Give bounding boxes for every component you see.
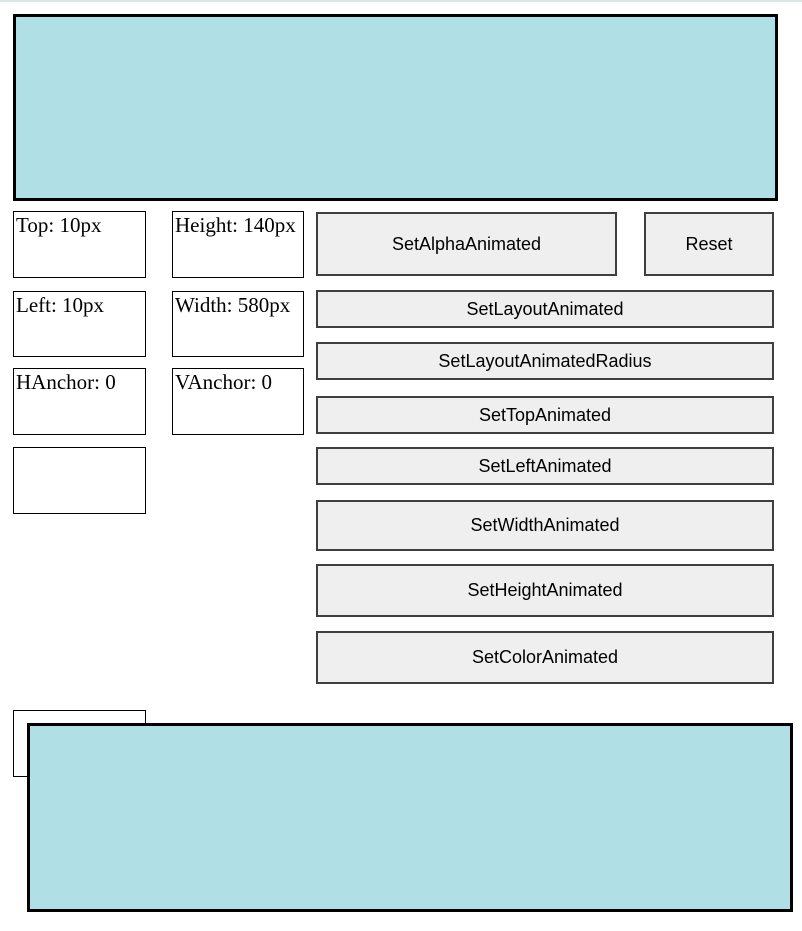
- empty-value-box: [13, 447, 146, 514]
- left-value-box: Left: 10px: [13, 291, 146, 357]
- set-left-animated-button[interactable]: SetLeftAnimated: [316, 447, 774, 485]
- set-top-animated-button[interactable]: SetTopAnimated: [316, 396, 774, 434]
- set-layout-animated-button[interactable]: SetLayoutAnimated: [316, 290, 774, 328]
- set-color-animated-button[interactable]: SetColorAnimated: [316, 631, 774, 684]
- height-value-box: Height: 140px: [172, 211, 304, 278]
- set-layout-animated-radius-button[interactable]: SetLayoutAnimatedRadius: [316, 342, 774, 380]
- top-edge-strip: [0, 0, 802, 2]
- set-height-animated-button[interactable]: SetHeightAnimated: [316, 564, 774, 617]
- vanchor-value-box: VAnchor: 0: [172, 368, 304, 435]
- animated-panel-top: [13, 14, 778, 201]
- reset-button[interactable]: Reset: [644, 212, 774, 276]
- set-width-animated-button[interactable]: SetWidthAnimated: [316, 500, 774, 551]
- animated-panel-bottom: [27, 723, 793, 912]
- top-value-box: Top: 10px: [13, 211, 146, 278]
- set-alpha-animated-button[interactable]: SetAlphaAnimated: [316, 212, 617, 276]
- hanchor-value-box: HAnchor: 0: [13, 368, 146, 435]
- width-value-box: Width: 580px: [172, 291, 304, 357]
